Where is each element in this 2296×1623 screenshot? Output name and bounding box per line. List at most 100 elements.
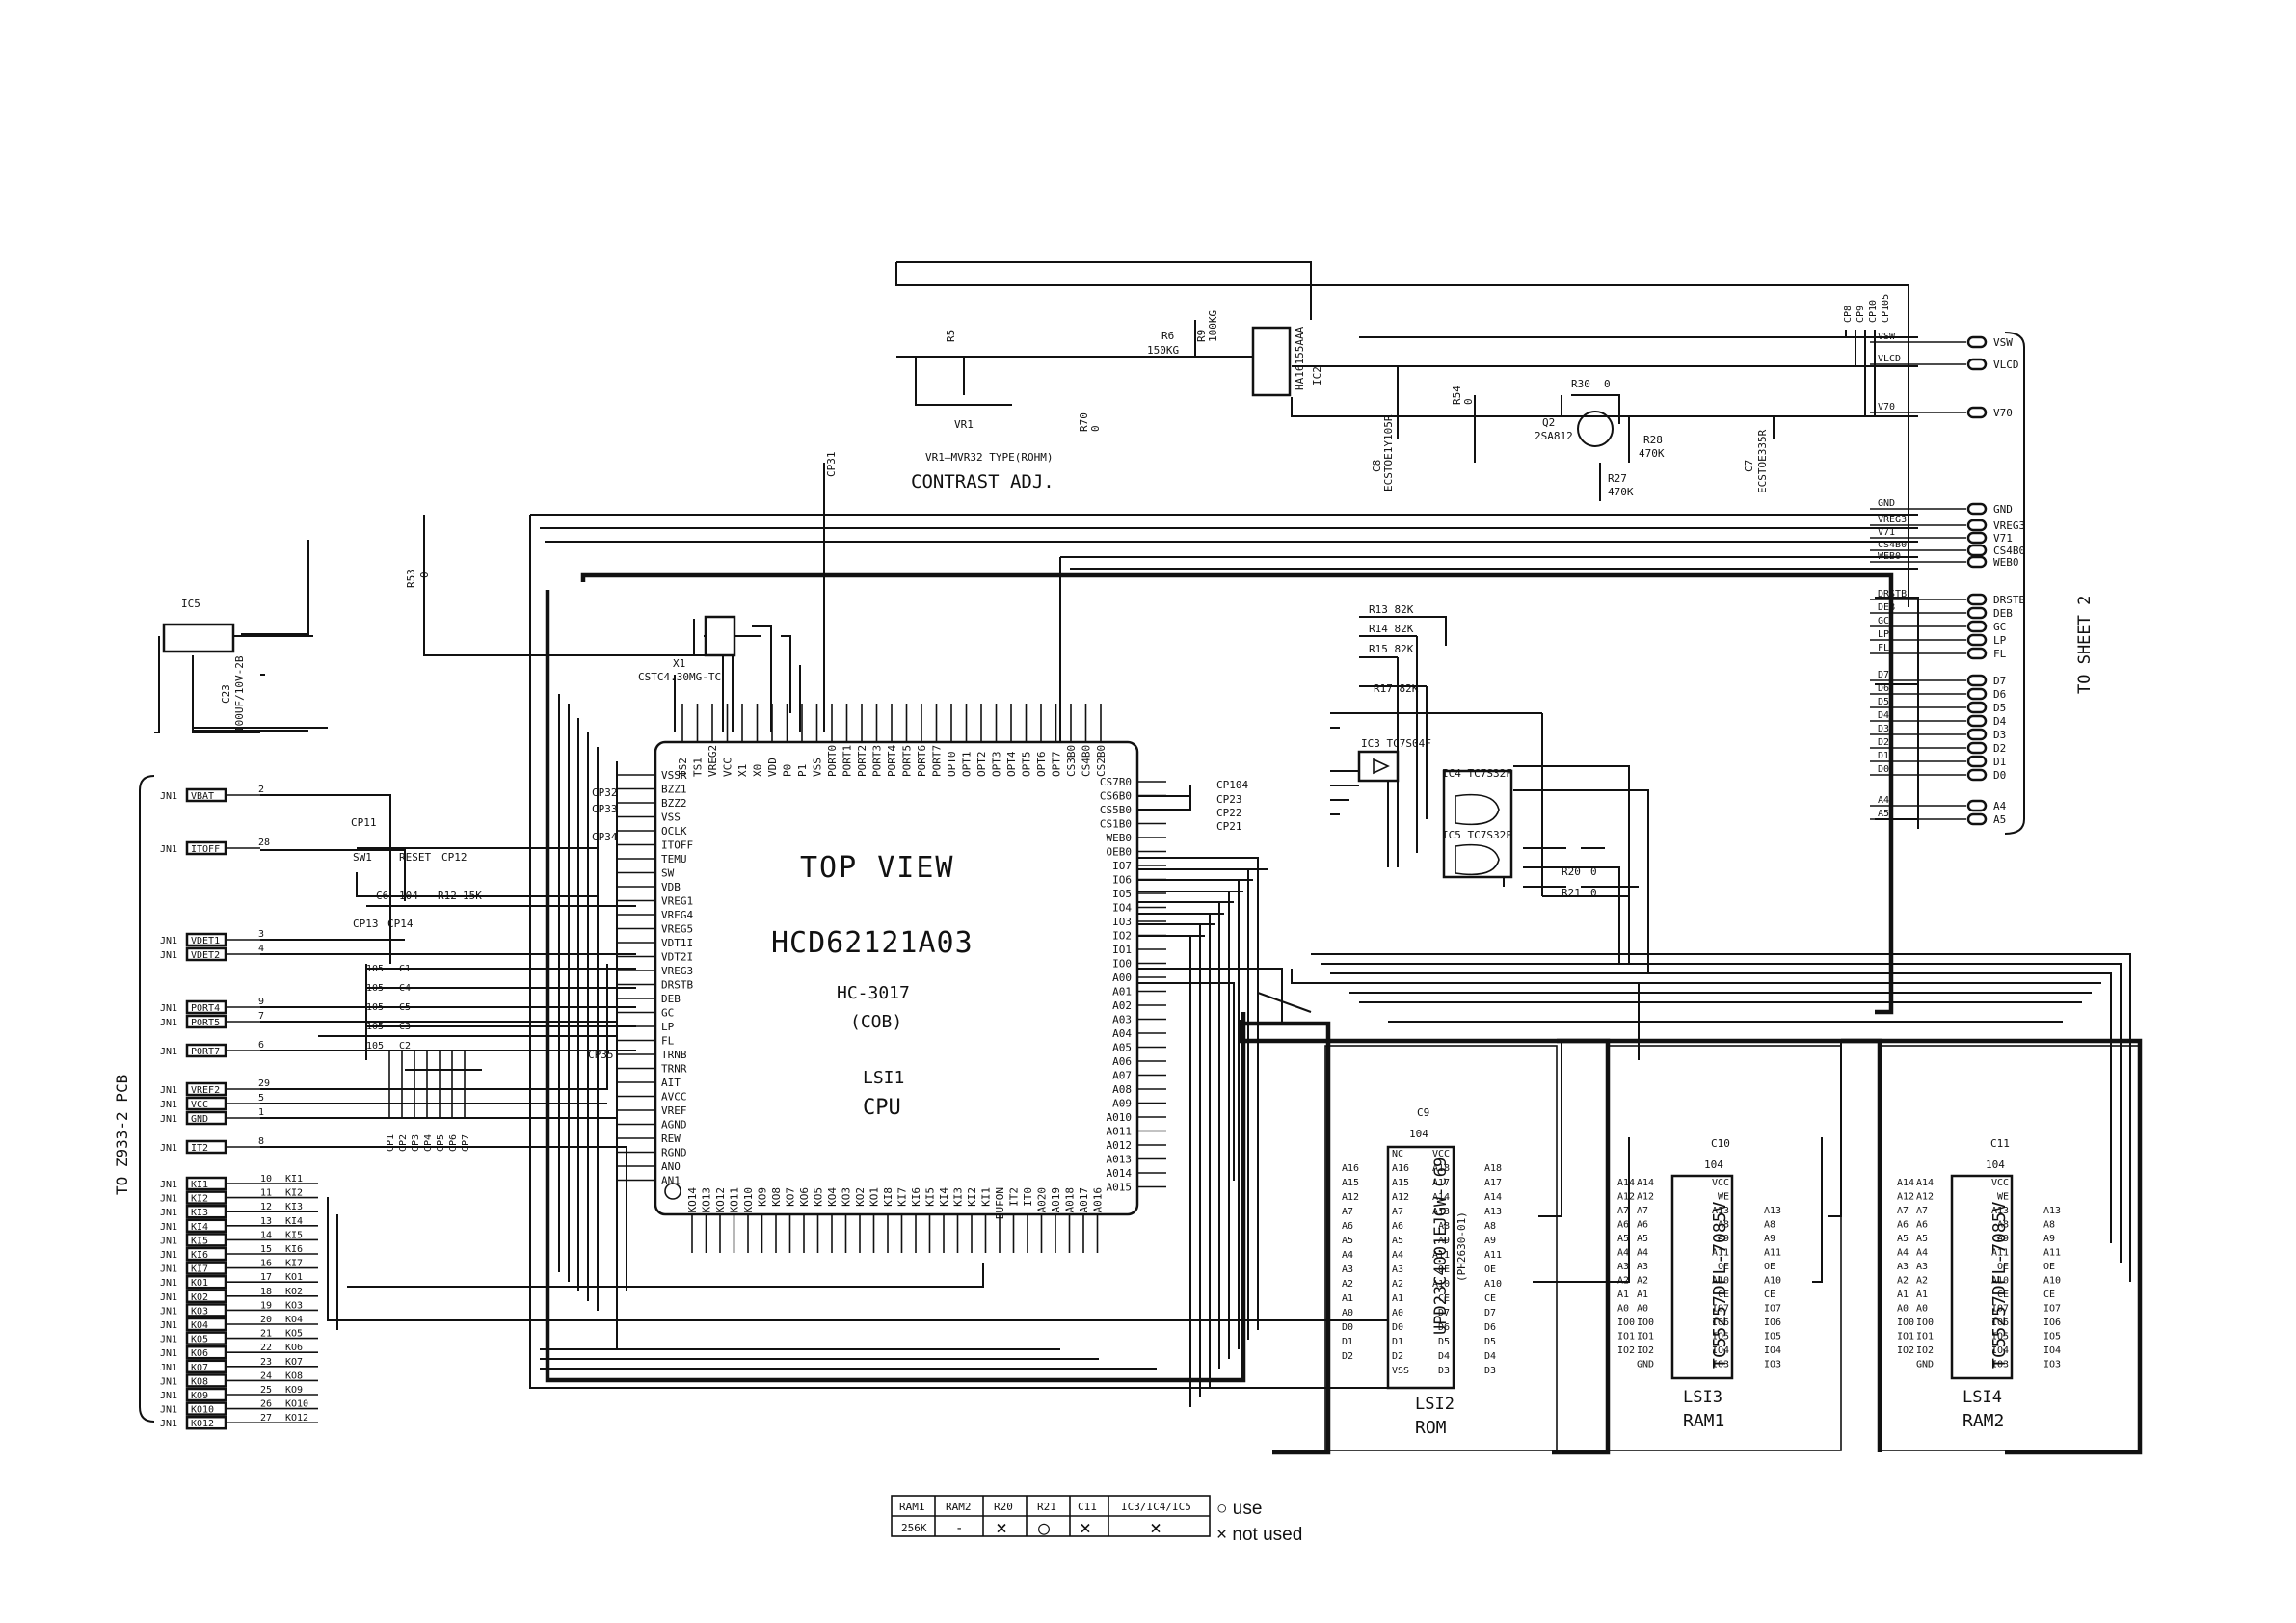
memory-pin-labels: NCA16A15A12A7A6A5A4A3A2A1A0D0D1D2VSSVCCA…	[1342, 1149, 2061, 1376]
cp22-label: CP22	[1216, 807, 1242, 819]
cpu-left-pin: VREG1	[661, 895, 693, 908]
connector-pin	[1966, 741, 1988, 755]
cpu-left-pin: AN1	[661, 1175, 681, 1187]
jn-key-out: KO3	[285, 1300, 303, 1311]
cpu-bottom-pin: A017	[1078, 1187, 1090, 1213]
rom-right-net: A13	[1484, 1207, 1502, 1217]
cpu-sub-label: HC-3017	[837, 983, 910, 1003]
cpu-bottom-pin: KO2	[854, 1187, 867, 1207]
cpu-left-pin: LP	[661, 1021, 675, 1033]
rom-right-net: D4	[1484, 1351, 1496, 1362]
sw1-label: SW1	[353, 851, 372, 864]
cpu-right-pin: A06	[1112, 1055, 1132, 1068]
ram2-left-net: A6	[1897, 1220, 1909, 1231]
ram1-left-net: A7	[1617, 1206, 1629, 1216]
cpu-bottom-pin: KI6	[910, 1187, 922, 1207]
memory-pin-label: VCC	[1432, 1149, 1450, 1159]
jn-key-out: KO6	[285, 1343, 303, 1353]
jn-net-label: IT2	[191, 1143, 208, 1154]
memory-pin-label: A7	[1637, 1206, 1648, 1216]
sheet2-pin-label: D0	[1993, 769, 2006, 782]
ram1-cap: C10	[1711, 1137, 1730, 1150]
cpu-right-pin: A010	[1107, 1111, 1133, 1124]
cap-label: C3	[399, 1022, 411, 1032]
ram1-left-net: IO0	[1617, 1317, 1635, 1328]
sheet2-pin-label: V71	[1993, 532, 2013, 545]
cp14-label: CP14	[387, 918, 414, 930]
memory-pin-label: A9	[1718, 1234, 1729, 1244]
c23-label: C23	[220, 684, 232, 704]
cp32-label: CP32	[592, 786, 618, 799]
cap-value: 105	[366, 1022, 384, 1032]
cpu-top-pin: PORT6	[916, 745, 928, 777]
rom-left-net: D2	[1342, 1351, 1353, 1362]
cpu-right-pin: A014	[1107, 1167, 1133, 1180]
r12-value: 15K	[463, 890, 482, 902]
wires	[154, 261, 2143, 1455]
ram2-left-net: IO1	[1897, 1332, 1914, 1343]
cpu-left-pin: VREG3	[661, 965, 693, 977]
cpu-left-pin: GC	[661, 1007, 674, 1020]
ram1-left-net: IO1	[1617, 1332, 1635, 1343]
jn-key-pin: 22	[260, 1343, 272, 1353]
memory-pin-label: D7	[1438, 1308, 1450, 1318]
rom-sub: (PH2630-01)	[1455, 1211, 1468, 1282]
ram2-right-net: OE	[2043, 1262, 2055, 1272]
memory-pin-label: OE	[1718, 1262, 1729, 1272]
memory-pin-label: A9	[1438, 1236, 1450, 1246]
rom-cap: C9	[1417, 1106, 1429, 1119]
jn-net-label: VBAT	[191, 791, 214, 802]
sheet2-net-label: A4	[1878, 795, 1889, 806]
jn-net-label: VREF2	[191, 1085, 220, 1096]
cpu-bottom-pin: KO9	[757, 1187, 769, 1207]
table-header-ram2: RAM2	[946, 1501, 972, 1513]
cpu-top-pin: OPT4	[1005, 751, 1018, 777]
jn-pin-number: 2	[258, 785, 264, 795]
jn-net-label: VDET2	[191, 950, 220, 961]
sheet2-net-label: A5	[1878, 809, 1889, 819]
jn-label: JN1	[160, 1236, 177, 1246]
cpu-bottom-pin: KO4	[826, 1187, 839, 1207]
r20-label: R20	[1562, 865, 1581, 878]
r53-value: 0	[418, 572, 431, 578]
cpu-bottom-pin: KI5	[924, 1187, 937, 1207]
memory-pin-label: A2	[1392, 1279, 1403, 1290]
connector-pin	[1966, 406, 1988, 419]
memory-pin-label: A13	[1991, 1206, 2009, 1216]
connector-pin	[1966, 555, 1988, 569]
ram1-left-net: A3	[1617, 1262, 1629, 1272]
cpu-right-pin: A05	[1112, 1042, 1132, 1054]
jn-key-out: KI4	[285, 1216, 303, 1227]
memory-pin-label: A8	[1438, 1221, 1450, 1232]
connector-pin	[1966, 687, 1988, 701]
memory-pin-label: A1	[1392, 1293, 1403, 1304]
memory-pin-label: A1	[1916, 1290, 1928, 1300]
jn-pin-number: 28	[258, 838, 270, 848]
legend-not-used: × not used	[1216, 1525, 1302, 1545]
rom-right-net: A9	[1484, 1236, 1496, 1246]
transistor-q2	[1577, 411, 1614, 447]
memory-pin-label: A4	[1916, 1248, 1928, 1259]
sheet2-pin-label: GC	[1993, 621, 2006, 633]
memory-pin-label: IO0	[1916, 1317, 1934, 1328]
ram1-left-net: A14	[1617, 1178, 1635, 1188]
rom-left-net: A6	[1342, 1221, 1353, 1232]
small-ics	[162, 326, 1513, 879]
cpu-left-pin: TRNB	[661, 1049, 687, 1061]
memory-pin-label: A3	[1637, 1262, 1648, 1272]
rom-right-net: D5	[1484, 1337, 1496, 1347]
jn-label: JN1	[160, 1100, 177, 1110]
cpu-right-pin: A03	[1112, 1014, 1132, 1026]
cpu-top-pin: PORT0	[826, 745, 839, 777]
connector-pin	[1966, 768, 1988, 782]
jn-key-net: KO7	[191, 1363, 208, 1373]
cpu-bottom-pin: IT0	[1022, 1187, 1034, 1207]
memory-pin-label: A14	[1432, 1192, 1450, 1203]
sheet2-pin-label: CS4B0	[1993, 545, 2025, 557]
jn-label: JN1	[160, 1180, 177, 1190]
memory-pin-label: A10	[1432, 1279, 1450, 1290]
sheet2-pin-label: A4	[1993, 800, 2007, 812]
cpu-top-pin: CS2B0	[1095, 745, 1108, 777]
ram1-left-net: A6	[1617, 1220, 1629, 1231]
